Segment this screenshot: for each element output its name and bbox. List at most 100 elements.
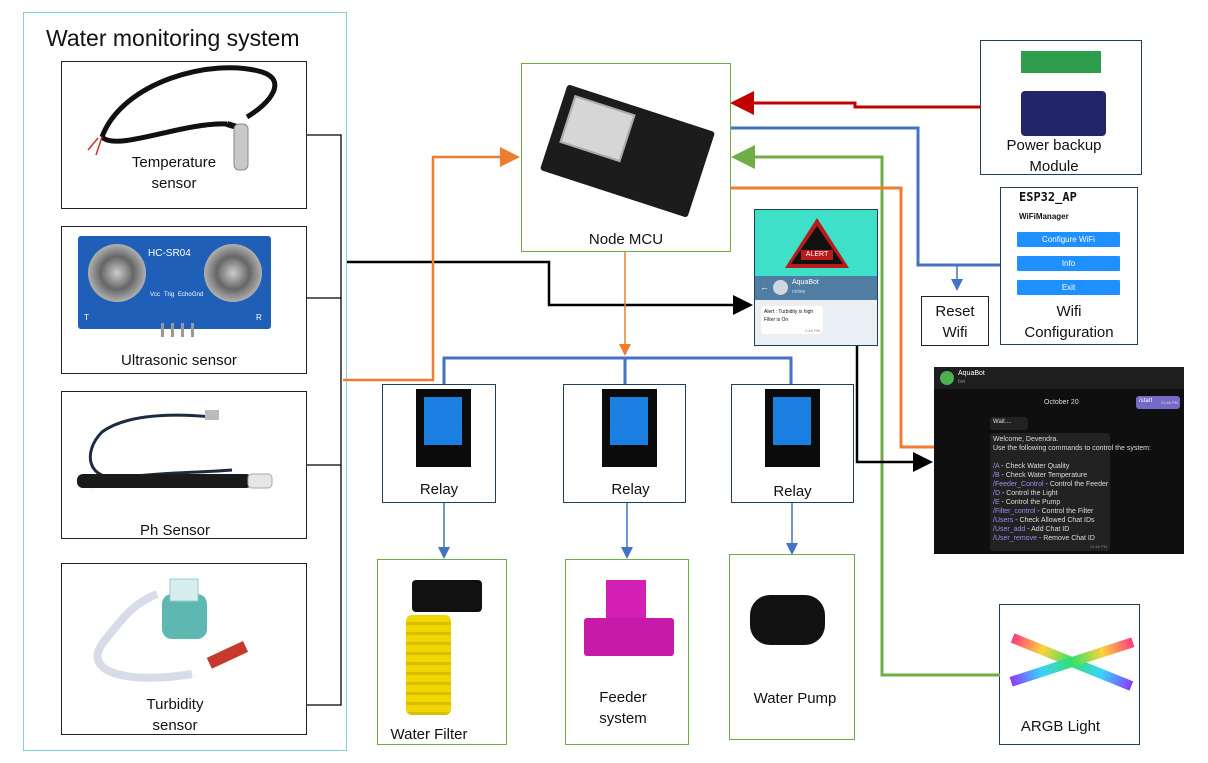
command-link[interactable]: /User_remove — [993, 535, 1037, 542]
wifi-portal-subtitle: WiFiManager — [1019, 212, 1069, 221]
wifi-portal-title: ESP32_AP — [1019, 190, 1077, 204]
command-item[interactable]: /A - Check Water Quality — [993, 463, 1069, 470]
command-link[interactable]: /E — [993, 499, 1000, 506]
command-item[interactable]: /User_remove - Remove Chat ID — [993, 535, 1095, 542]
reset-wifi-box: Reset Wifi — [921, 296, 989, 346]
board-pin-echo: Echo — [178, 292, 192, 298]
wifi-config-label: Wifi Configuration — [1024, 303, 1114, 341]
relay-label-3: Relay — [773, 483, 812, 500]
ultrasonic-sensor-label: Ultrasonic sensor — [121, 352, 237, 369]
command-desc: - Add Chat ID — [1025, 526, 1070, 533]
relay-board — [416, 389, 471, 467]
command-desc: - Control the Light — [1000, 490, 1058, 497]
alert-message-text: Alert : Turbidity is high Filter is On — [764, 309, 814, 323]
info-button[interactable]: Info — [1017, 256, 1120, 271]
configure-wifi-button[interactable]: Configure WiFi — [1017, 232, 1120, 247]
welcome-line: Welcome, Devendra. — [993, 436, 1059, 443]
command-desc: - Check Water Quality — [999, 463, 1070, 470]
power-line — [730, 91, 980, 115]
hc-sr04-board: HC-SR04 Vcc Trig Echo Gnd T R — [78, 236, 271, 329]
command-desc: - Control the Pump — [999, 499, 1061, 506]
command-item[interactable]: /B - Check Water Temperature — [993, 472, 1087, 479]
command-link[interactable]: /B — [993, 472, 1000, 479]
alert-bot-status: online — [792, 289, 806, 295]
intro-line: Use the following commands to control th… — [993, 445, 1151, 452]
chat-header: AquaBot bot — [934, 367, 1184, 389]
feeder-box: Feeder system — [565, 559, 689, 745]
argb-light-box: ARGB Light — [999, 604, 1140, 745]
temperature-sensor-label: Temperature sensor — [131, 154, 217, 192]
board-mark-t: T — [84, 313, 89, 322]
command-desc: - Remove Chat ID — [1036, 535, 1095, 542]
alert-data-line — [347, 260, 753, 315]
alert-to-chat-line — [855, 346, 933, 472]
alert-badge: ALERT — [805, 251, 829, 258]
telegram-chat: AquaBot bot October 20 /start 21:46 PM W… — [934, 367, 1184, 554]
wifi-portal-box: ESP32_AP WiFiManager Configure WiFi Info… — [1000, 187, 1138, 345]
command-item[interactable]: /D - Control the Light — [993, 490, 1058, 497]
command-desc: - Check Allowed Chat IDs — [1013, 517, 1095, 524]
command-item[interactable]: /Users - Check Allowed Chat IDs — [993, 517, 1095, 524]
relay-box-1: Relay — [382, 384, 496, 503]
feeder-hopper — [606, 580, 646, 620]
water-pump-box: Water Pump — [729, 554, 855, 740]
user-command-time: 21:46 PM — [1160, 400, 1178, 405]
ultrasonic-transducer-left — [88, 244, 146, 302]
board-pin-vcc: Vcc — [150, 292, 161, 298]
water-pump-label: Water Pump — [753, 690, 837, 707]
ph-probe-image — [77, 410, 273, 489]
command-item[interactable]: /Filter_control - Control the Filter — [993, 508, 1093, 515]
feeder-label: Feeder system — [599, 689, 647, 727]
nodemcu-board — [539, 84, 716, 218]
nodemcu-label: Node MCU — [588, 231, 664, 248]
chat-bot-sub: bot — [958, 379, 965, 385]
temperature-sensor-box: Temperature sensor — [61, 61, 307, 209]
filter-sponge — [406, 615, 451, 715]
ultrasonic-sensor-box: HC-SR04 Vcc Trig Echo Gnd T R Ultrasonic… — [61, 226, 307, 374]
turbidity-sensor-label: Turbidity sensor — [146, 696, 204, 734]
alert-chat-header: ← AquaBot online — [755, 276, 877, 300]
water-filter-box: Water Filter — [377, 559, 507, 745]
command-item[interactable]: /User_add - Add Chat ID — [993, 526, 1069, 533]
bot-avatar — [773, 280, 788, 295]
chat-end-time: 21:46 PM — [1089, 544, 1107, 549]
monitoring-title: Water monitoring system — [46, 25, 300, 51]
command-desc: - Check Water Temperature — [999, 472, 1088, 479]
argb-light-label: ARGB Light — [1020, 718, 1101, 735]
power-backup-box: Power backup Module — [980, 40, 1142, 175]
alert-phone-box: ALERT ← AquaBot online Alert : Turbidity… — [754, 209, 878, 346]
alert-banner: ALERT — [755, 210, 877, 276]
relay-board — [765, 389, 820, 467]
pump-image — [750, 595, 825, 645]
board-pin-trig: Trig — [164, 292, 175, 298]
board-model-text: HC-SR04 — [148, 248, 191, 259]
alert-icon — [785, 218, 849, 268]
nodemcu-box: Node MCU — [521, 63, 731, 252]
chat-bot-avatar — [940, 371, 954, 385]
alert-bot-name: AquaBot — [792, 279, 819, 286]
battery-pack — [1021, 51, 1101, 73]
alert-message-bubble: Alert : Turbidity is high Filter is On 2… — [761, 306, 823, 334]
command-link[interactable]: /User_add — [993, 526, 1026, 533]
command-desc: - Control the Filter — [1035, 508, 1094, 515]
back-arrow-icon[interactable]: ← — [760, 282, 769, 292]
sensor-to-mcu-line — [343, 147, 520, 382]
command-item[interactable]: /Feeder_Control - Control the Feeder — [993, 481, 1108, 488]
welcome-bubble: Welcome, Devendra. Use the following com… — [990, 433, 1151, 551]
command-link[interactable]: /Users — [993, 517, 1014, 524]
command-desc: - Control the Feeder — [1043, 481, 1109, 488]
command-item[interactable]: /E - Control the Pump — [993, 499, 1060, 506]
turbidity-sensor-image — [93, 578, 249, 682]
header-pins — [161, 323, 201, 337]
command-link[interactable]: /D — [993, 490, 1000, 497]
filter-head — [412, 580, 482, 612]
chat-bot-name: AquaBot — [958, 370, 985, 377]
board-pin-gnd: Gnd — [192, 292, 204, 298]
battery-module — [1021, 91, 1106, 136]
chat-date: October 20 — [1044, 399, 1079, 406]
exit-button[interactable]: Exit — [1017, 280, 1120, 295]
command-link[interactable]: /Filter_control — [993, 508, 1036, 515]
power-backup-label: Power backup Module — [1006, 137, 1102, 175]
esp-module — [559, 94, 636, 163]
command-link[interactable]: /Feeder_Control — [993, 481, 1044, 488]
